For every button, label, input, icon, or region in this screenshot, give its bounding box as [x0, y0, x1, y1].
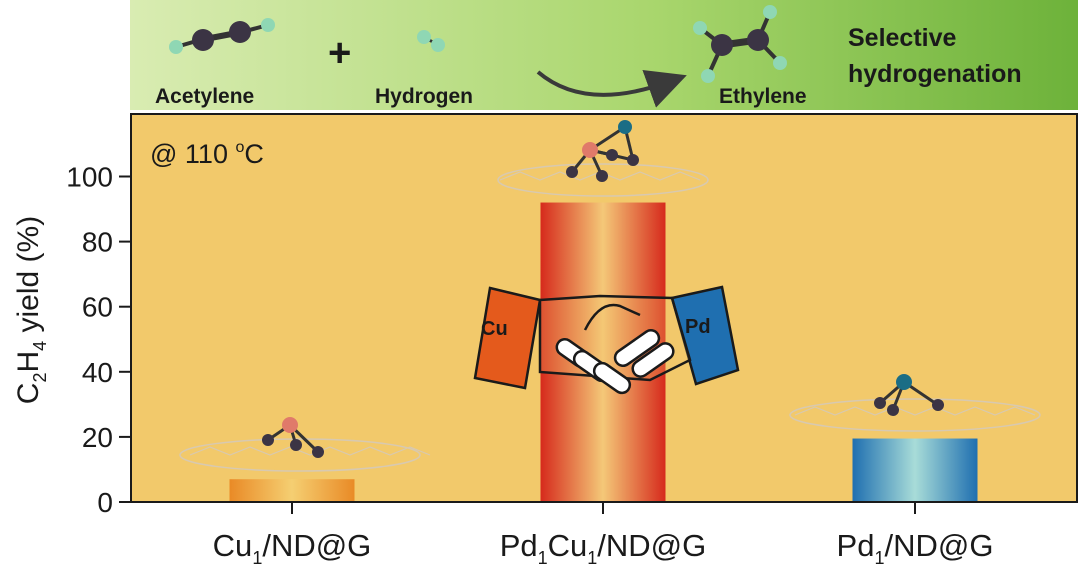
x-category-label-3: Pd1/ND@G	[837, 528, 994, 568]
y-tick-label: 80	[82, 227, 113, 258]
y-tick-label: 0	[97, 487, 113, 518]
ylabel-part-3: yield (%)	[12, 216, 45, 341]
y-tick-label: 20	[82, 422, 113, 453]
x-category-label-1: Cu1/ND@G	[213, 528, 372, 568]
y-tick-label: 100	[66, 162, 113, 193]
bar-1	[229, 479, 355, 501]
y-axis-ticks: 0 20 40 60 80 100	[66, 162, 131, 518]
x-axis-category-labels: Cu1/ND@G Pd1Cu1/ND@G Pd1/ND@G	[213, 502, 994, 568]
pdcu-dual-atom-site-icon	[497, 120, 709, 197]
y-tick-label: 40	[82, 357, 113, 388]
ylabel-part-1: C	[12, 383, 45, 405]
condition-unit: C	[244, 139, 264, 169]
condition-degree: o	[235, 139, 244, 156]
plot-area: @ 110 oC 0 20 40 60 80 100 Cu1/ND@G Pd1Cu1/ND@…	[66, 113, 1078, 568]
reaction-arrow-icon	[536, 69, 687, 108]
ylabel-sub-1: 2	[30, 373, 50, 383]
reaction-condition-label: @ 110 oC	[150, 139, 264, 169]
handshake-pd-label: Pd	[685, 316, 711, 338]
banner-title-line-1: Selective	[848, 24, 957, 52]
ylabel-part-2: H	[12, 351, 45, 373]
hydrogen-molecule-icon	[417, 30, 445, 52]
cu-single-atom-site-icon	[179, 417, 431, 472]
acetylene-label: Acetylene	[155, 85, 254, 108]
reaction-banner: Acetylene + Hydrogen Ethylene Selective	[130, 0, 1078, 110]
handshake-cu-label: Cu	[481, 318, 508, 340]
x-category-label-2: Pd1Cu1/ND@G	[500, 528, 707, 568]
condition-prefix: @ 110	[150, 139, 235, 169]
banner-background	[130, 0, 1078, 110]
ethylene-label: Ethylene	[719, 85, 807, 108]
hydrogen-label: Hydrogen	[375, 85, 473, 108]
ethylene-molecule-icon	[693, 5, 787, 83]
plus-sign: +	[328, 31, 351, 75]
acetylene-molecule-icon	[169, 18, 275, 54]
banner-title-line-2: hydrogenation	[848, 60, 1022, 88]
y-tick-label: 60	[82, 292, 113, 323]
ylabel-sub-2: 4	[30, 341, 50, 351]
bar-3	[852, 438, 978, 501]
y-axis-title: C2H4 yield (%)	[12, 216, 50, 404]
handshake-icon: Cu Pd	[473, 285, 740, 395]
pd-single-atom-site-icon	[789, 374, 1041, 432]
